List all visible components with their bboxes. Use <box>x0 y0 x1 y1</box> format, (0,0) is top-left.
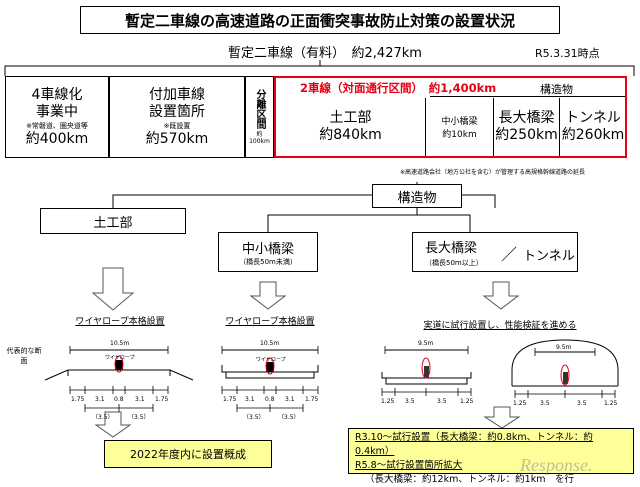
sec2-dim-2: 3.1 <box>245 396 255 403</box>
long-bridge-label: 長大橋梁 <box>425 241 478 256</box>
sec1-dim-2: 3.1 <box>95 396 105 403</box>
box-additional-lane: 付加車線 設置箇所 ※既設置 約570km <box>109 76 245 158</box>
box-earthwork: 土工部 約840km <box>276 98 426 156</box>
slash-separator: ／ <box>501 245 518 264</box>
sec1-dim-3: 0.8 <box>114 396 124 403</box>
watermark-logo: Response. <box>520 455 593 475</box>
box1-line1: 4車線化 <box>31 86 83 103</box>
category-earthwork: 土工部 <box>40 208 186 234</box>
category-structure: 構造物 <box>372 184 462 208</box>
result-trial-line1: R3.10～試行設置（長大橋梁：約0.8km、トンネル：約0.4km） <box>355 432 593 457</box>
two-lane-heading: 2車線（対面通行区間） 約1,400km <box>300 81 497 95</box>
sec3-dim-2: 3.5 <box>405 398 415 405</box>
sec4-dim-1: 1.25 <box>513 400 527 407</box>
box-4lane-under-construction: 4車線化 事業中 ※常磐道、圏央道等 約400km <box>5 76 109 158</box>
wire-rope-small-label-1: ワイヤロープ <box>105 355 135 361</box>
sec3-dim-4: 1.25 <box>460 398 474 405</box>
typical-section-label: 代表的な断面 <box>6 347 42 365</box>
result-earthwork-bridge: 2022年度内に設置概成 <box>104 440 272 468</box>
sec2-dim-5: 1.75 <box>305 396 319 403</box>
box-tunnel: トンネル 約260km <box>560 98 626 156</box>
width-label-1: 10.5m <box>110 340 130 347</box>
total-length-label: 暫定二車線（有料） 約2,427km <box>228 46 422 61</box>
box1-value: 約400km <box>25 130 89 147</box>
box4-line1: 土工部 <box>329 110 372 126</box>
result-trial-line2: R5.8～試行設置箇所拡大 <box>355 460 463 471</box>
width-label-4: 9.5m <box>556 344 572 351</box>
result-trial: R3.10～試行設置（長大橋梁：約0.8km、トンネル：約0.4km） R5.8… <box>348 428 634 485</box>
sec1-dim-1: 1.75 <box>71 396 85 403</box>
box5-line1: 中小橋梁 <box>441 117 478 127</box>
sec4-dim-3: 3.5 <box>577 400 587 407</box>
box-small-bridge: 中小橋梁 約10km <box>426 98 494 156</box>
sec2-dim-3: 0.8 <box>265 396 275 403</box>
box7-value: 約260km <box>561 127 625 143</box>
trial-label: 実道に試行設置し、性能検証を進める <box>423 321 577 331</box>
sec2-lane-1: （3.5） <box>243 414 265 421</box>
category-long-bridge-tunnel: 長大橋梁 （橋長50m以上） ／ トンネル <box>412 232 578 272</box>
wire-rope-label-earthwork: ワイヤロープ本格設置 <box>75 317 165 327</box>
box5-value: 約10km <box>442 130 477 140</box>
box6-value: 約250km <box>495 127 558 143</box>
page-title: 暫定二車線の高速道路の正面衝突事故防止対策の設置状況 <box>80 6 560 34</box>
long-bridge-note: （橋長50m以上） <box>425 259 483 267</box>
wire-rope-label-bridge: ワイヤロープ本格設置 <box>225 317 315 327</box>
sec1-dim-5: 1.75 <box>155 396 169 403</box>
small-bridge-label: 中小橋梁 <box>241 241 294 257</box>
sec3-dim-3: 3.5 <box>437 398 447 405</box>
two-lane-section-box <box>274 76 627 158</box>
width-label-3: 9.5m <box>418 340 434 347</box>
box2-value: 約570km <box>145 130 209 147</box>
box2-line2: 設置箇所 <box>149 103 205 120</box>
tunnel-label: トンネル <box>523 249 575 264</box>
small-bridge-note: （橋長50m未満） <box>239 257 297 266</box>
sec2-dim-4: 3.1 <box>285 396 295 403</box>
box2-line1: 付加車線 <box>149 86 205 103</box>
box6-line1: 長大橋梁 <box>498 110 555 126</box>
footnote: ※高速道路会社（地方公社を含む）が管理する高規格幹線道路の延長 <box>400 169 586 176</box>
box2-note: ※既設置 <box>163 121 191 130</box>
box3-label: 分離区間 <box>254 89 265 129</box>
structure-heading: 構造物 <box>540 83 573 96</box>
sec1-lane-2: （3.5） <box>128 414 150 421</box>
sec4-dim-4: 1.25 <box>604 400 618 407</box>
box3-value: 100km <box>249 138 270 145</box>
box1-note: ※常磐道、圏央道等 <box>26 121 88 130</box>
sec1-dim-4: 3.1 <box>135 396 145 403</box>
sec3-dim-1: 1.25 <box>381 398 395 405</box>
box3-note: 約 <box>256 131 263 138</box>
sec2-lane-2: （3.5） <box>278 414 300 421</box>
as-of-date: R5.3.31時点 <box>535 47 600 60</box>
sec4-dim-2: 3.5 <box>540 400 550 407</box>
box1-line2: 事業中 <box>36 103 78 120</box>
structure-underline <box>430 96 625 97</box>
wire-rope-small-label-2: ワイヤロープ <box>256 357 286 363</box>
width-label-2: 10.5m <box>260 340 280 347</box>
sec1-lane-1: （3.5） <box>92 414 114 421</box>
category-small-bridge: 中小橋梁 （橋長50m未満） <box>218 232 318 272</box>
box-separated-section: 分離区間 約 100km <box>245 76 274 158</box>
box7-line1: トンネル <box>565 110 621 126</box>
box4-value: 約840km <box>319 127 382 143</box>
box-long-bridge: 長大橋梁 約250km <box>494 98 560 156</box>
sec2-dim-1: 1.75 <box>223 396 237 403</box>
